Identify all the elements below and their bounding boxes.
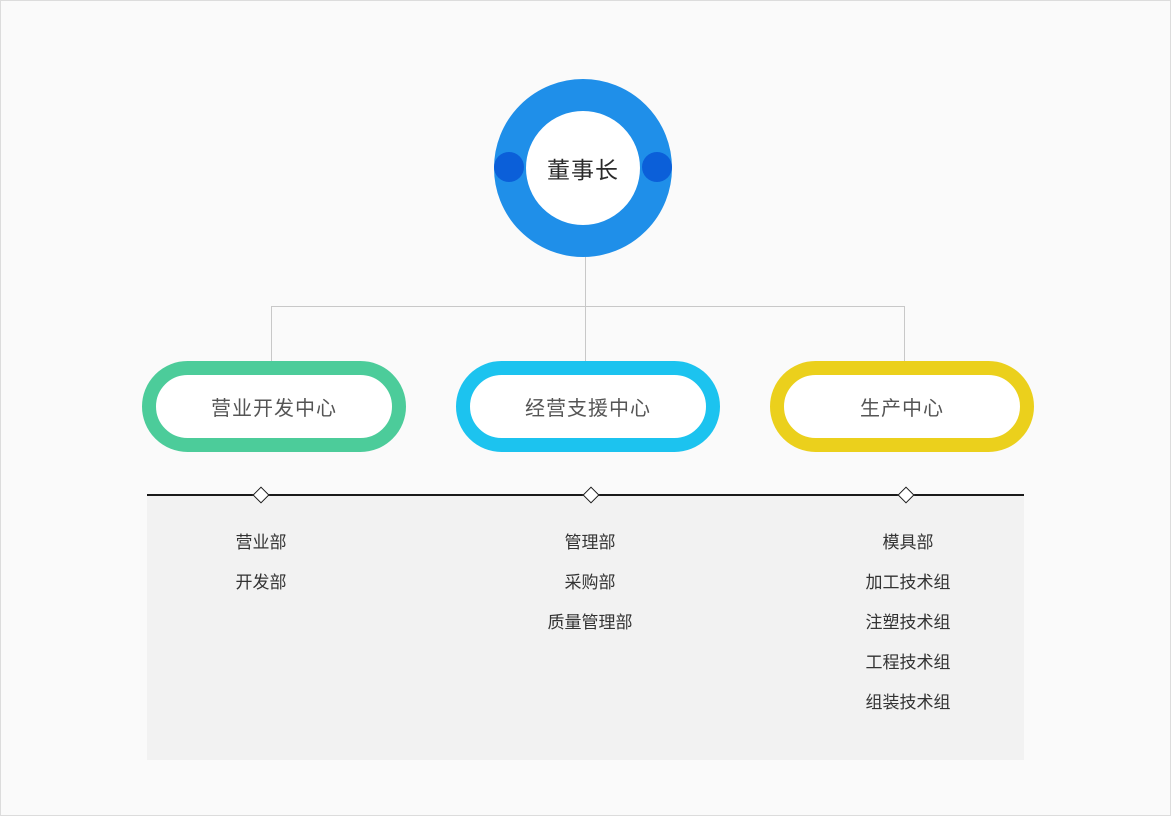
department-item: 组装技术组: [865, 693, 951, 713]
department-list-sales-development: 营业部开发部: [161, 528, 361, 608]
center-node-operations-support: 经营支援中心: [456, 361, 720, 452]
connector-sales-center: [271, 306, 272, 361]
departments-panel: [147, 495, 1024, 760]
chairman-connector: [585, 257, 586, 361]
department-item: 质量管理部: [547, 613, 633, 633]
connector-production-center: [904, 306, 905, 361]
department-item: 营业部: [235, 533, 287, 553]
chairman-knob-left: [494, 152, 524, 182]
department-list-production: 模具部加工技术组注塑技术组工程技术组组装技术组: [808, 528, 1008, 728]
department-item: 管理部: [564, 533, 616, 553]
chairman-knob-right: [642, 152, 672, 182]
department-item: 加工技术组: [865, 573, 951, 593]
department-item: 工程技术组: [865, 653, 951, 673]
center-label: 经营支援中心: [525, 396, 651, 420]
center-label: 生产中心: [860, 396, 944, 420]
horizontal-connector: [271, 306, 905, 307]
center-node-sales-development: 营业开发中心: [142, 361, 406, 452]
department-item: 注塑技术组: [865, 613, 951, 633]
department-item: 开发部: [235, 573, 287, 593]
department-item: 模具部: [882, 533, 934, 553]
center-label: 营业开发中心: [211, 396, 337, 420]
center-node-production: 生产中心: [770, 361, 1034, 452]
chairman-label: 董事长: [547, 158, 619, 184]
department-list-operations-support: 管理部采购部质量管理部: [490, 528, 690, 648]
department-item: 采购部: [564, 573, 616, 593]
